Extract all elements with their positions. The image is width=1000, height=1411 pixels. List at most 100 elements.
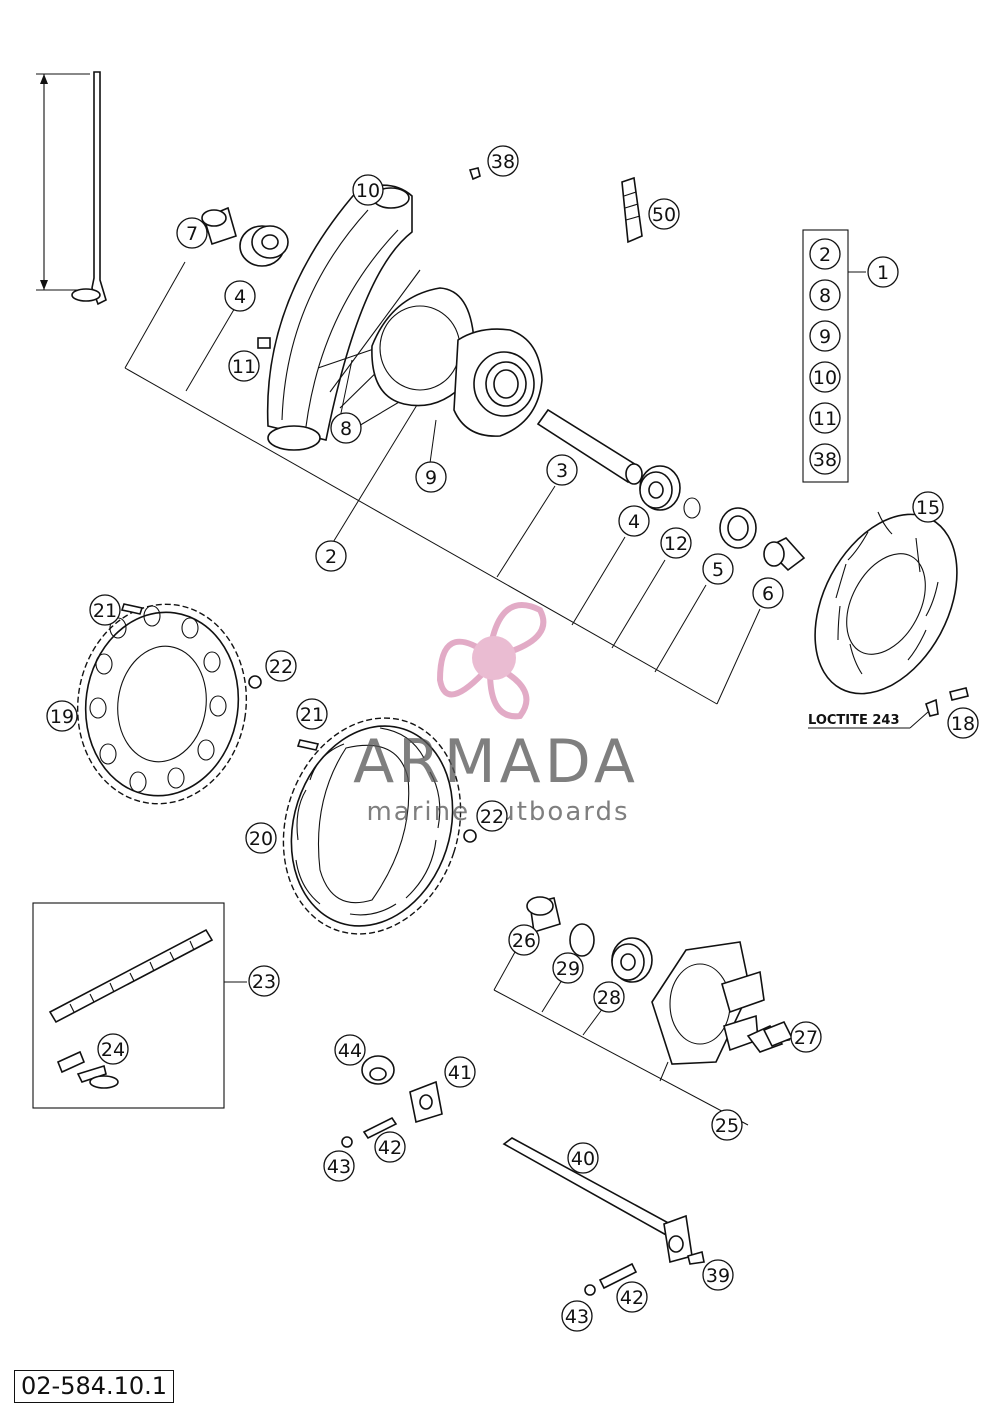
- seal-29: [569, 923, 595, 957]
- damper-27: [746, 1020, 794, 1053]
- callout-6-label: 6: [762, 583, 774, 605]
- plug-11: [257, 337, 271, 349]
- nut-22-a: [248, 675, 262, 689]
- kit-item-38: 38: [809, 443, 841, 475]
- callout-27: 27: [790, 1021, 822, 1053]
- callout-43-label: 43: [327, 1156, 351, 1178]
- callout-9: 9: [415, 461, 447, 493]
- callout-27-label: 27: [794, 1027, 818, 1049]
- washer-39: [687, 1250, 705, 1265]
- kit-item-9: 9: [809, 320, 841, 352]
- callout-22-label: 22: [480, 806, 504, 828]
- callout-39: 39: [702, 1259, 734, 1291]
- callout-43-label: 43: [565, 1306, 589, 1328]
- callout-20-label: 20: [249, 828, 273, 850]
- callout-23-label: 23: [252, 971, 276, 993]
- callout-22: 22: [476, 800, 508, 832]
- callout-24: 24: [97, 1033, 129, 1065]
- kit-item-9-label: 9: [819, 326, 831, 348]
- kit-item-38-label: 38: [813, 449, 837, 471]
- hub-part: [317, 269, 543, 437]
- screw-42-b: [598, 1262, 638, 1290]
- callout-1-label: 1: [877, 262, 889, 284]
- callout-19-label: 19: [50, 706, 74, 728]
- bolt-21-b: [296, 739, 320, 751]
- roller-44: [361, 1055, 395, 1085]
- screw-42-a: [362, 1116, 398, 1140]
- callout-24-label: 24: [101, 1039, 125, 1061]
- callout-7: 7: [176, 217, 208, 249]
- drawing-number: 02-584.10.1: [14, 1370, 175, 1403]
- callout-43: 43: [561, 1300, 593, 1332]
- callout-15: 15: [912, 491, 944, 523]
- callout-25: 25: [711, 1109, 743, 1141]
- callout-41: 41: [444, 1056, 476, 1088]
- callout-44: 44: [334, 1034, 366, 1066]
- callout-18: 18: [947, 707, 979, 739]
- watermark: ARMADA marine outboards: [353, 602, 635, 827]
- callout-7-label: 7: [186, 223, 198, 245]
- kit-item-8-label: 8: [819, 285, 831, 307]
- kit-box: [802, 229, 849, 483]
- callout-25-label: 25: [715, 1115, 739, 1137]
- callout-6: 6: [752, 577, 784, 609]
- callout-4-label: 4: [628, 511, 640, 533]
- callout-40-label: 40: [571, 1148, 595, 1170]
- callout-21-label: 21: [300, 704, 324, 726]
- callout-42-label: 42: [378, 1137, 402, 1159]
- bushing-7: [201, 206, 237, 246]
- callout-41-label: 41: [448, 1062, 472, 1084]
- kit-item-10: 10: [809, 361, 841, 393]
- bearing-4-mid: [639, 465, 681, 511]
- callout-42: 42: [374, 1131, 406, 1163]
- callout-23: 23: [248, 965, 280, 997]
- circlip-12: [683, 497, 701, 519]
- callout-39-label: 39: [706, 1265, 730, 1287]
- callout-3: 3: [546, 454, 578, 486]
- callout-21-label: 21: [93, 600, 117, 622]
- axle-40: [502, 1137, 693, 1264]
- callout-44-label: 44: [338, 1040, 362, 1062]
- sprocket-19: [76, 603, 248, 805]
- callout-2: 2: [315, 540, 347, 572]
- propeller-logo-icon: [436, 602, 547, 720]
- nut-22-b: [463, 829, 477, 843]
- callout-3-label: 3: [556, 460, 568, 482]
- callout-8-label: 8: [340, 418, 352, 440]
- chain-box: [32, 902, 225, 1109]
- rim-part: [266, 184, 413, 451]
- callout-10-label: 10: [356, 180, 380, 202]
- callout-2-label: 2: [325, 546, 337, 568]
- callout-40: 40: [567, 1142, 599, 1174]
- nut-43-a: [341, 1136, 353, 1148]
- callout-12: 12: [660, 527, 692, 559]
- bushing-26: [526, 896, 561, 934]
- callout-42-label: 42: [620, 1287, 644, 1309]
- leader-lines: [124, 261, 929, 1126]
- callout-43: 43: [323, 1150, 355, 1182]
- kit-item-2: 2: [809, 238, 841, 270]
- callout-26: 26: [508, 924, 540, 956]
- callout-11: 11: [228, 350, 260, 382]
- sprocket-20: [282, 717, 462, 935]
- callout-5: 5: [702, 553, 734, 585]
- callout-26-label: 26: [512, 930, 536, 952]
- callout-12-label: 12: [664, 533, 688, 555]
- bolt-18: [925, 687, 969, 717]
- callout-28-label: 28: [597, 987, 621, 1009]
- callout-4: 4: [224, 280, 256, 312]
- kit-item-8: 8: [809, 279, 841, 311]
- callout-28: 28: [593, 981, 625, 1013]
- bearing-28: [611, 937, 653, 983]
- callout-5-label: 5: [712, 559, 724, 581]
- loctite-note: LOCTITE 243: [808, 713, 900, 728]
- callout-15-label: 15: [916, 497, 940, 519]
- carrier-25: [651, 941, 765, 1065]
- callout-4: 4: [618, 505, 650, 537]
- kit-item-11: 11: [809, 402, 841, 434]
- callout-8: 8: [330, 412, 362, 444]
- callout-50: 50: [648, 198, 680, 230]
- plate-41: [409, 1080, 443, 1124]
